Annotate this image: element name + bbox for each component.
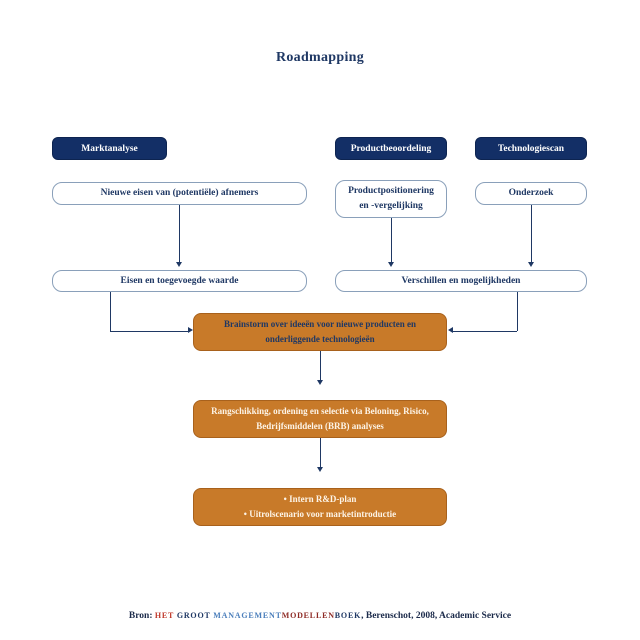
arrowhead-nieuwe-eisen-down bbox=[176, 262, 182, 267]
node-verschillen: Verschillen en mogelijkheden bbox=[335, 270, 587, 292]
source-citation: Bron: HET GROOT MANAGEMENTMODELLENBOEK, … bbox=[0, 611, 640, 621]
source-book-modellen: MODELLEN bbox=[281, 611, 335, 620]
arrow-line-rangschikking-down bbox=[320, 438, 321, 467]
arrowhead-rangschikking-down bbox=[317, 467, 323, 472]
node-eisen-waarde-label: Eisen en toegevoegde waarde bbox=[120, 275, 239, 286]
source-suffix: , Berenschot, 2008, Academic Service bbox=[361, 611, 512, 621]
node-brainstorm-line1: Brainstorm over ideeën voor nieuwe produ… bbox=[224, 319, 416, 329]
node-productpositionering-line1: Productpositionering bbox=[348, 186, 434, 196]
node-rangschikking: Rangschikking, ordening en selectie via … bbox=[193, 400, 447, 438]
arrowhead-into-brainstorm-right bbox=[448, 327, 453, 333]
header-productbeoordeling: Productbeoordeling bbox=[335, 137, 447, 160]
node-brainstorm: Brainstorm over ideeën voor nieuwe produ… bbox=[193, 313, 447, 351]
arrow-line-nieuwe-eisen-down bbox=[179, 205, 180, 262]
arrowhead-into-brainstorm-left bbox=[188, 327, 193, 333]
header-marktanalyse-label: Marktanalyse bbox=[81, 143, 138, 154]
node-onderzoek: Onderzoek bbox=[475, 182, 587, 205]
node-eisen-waarde: Eisen en toegevoegde waarde bbox=[52, 270, 307, 292]
arrow-line-brainstorm-down bbox=[320, 351, 321, 380]
node-resultaat: • Intern R&D-plan • Uitrolscenario voor … bbox=[193, 488, 447, 526]
node-verschillen-label: Verschillen en mogelijkheden bbox=[401, 275, 521, 286]
arrow-line-onderzoek-down bbox=[531, 205, 532, 262]
source-book-groot: GROOT bbox=[176, 611, 214, 620]
header-productbeoordeling-label: Productbeoordeling bbox=[350, 143, 432, 154]
node-nieuwe-eisen-label: Nieuwe eisen van (potentiële) afnemers bbox=[100, 188, 259, 198]
elbow-left-vertical bbox=[110, 292, 111, 331]
node-brainstorm-line2: onderliggende technologieën bbox=[265, 334, 375, 344]
source-book-het: HET bbox=[154, 611, 177, 620]
node-productpositionering: Productpositionering en -vergelijking bbox=[335, 180, 447, 218]
node-nieuwe-eisen: Nieuwe eisen van (potentiële) afnemers bbox=[52, 182, 307, 205]
node-rangschikking-line2: Bedrijfsmiddelen (BRB) analyses bbox=[256, 421, 384, 431]
node-resultaat-line1: • Intern R&D-plan bbox=[283, 494, 357, 504]
source-book-management: MANAGEMENT bbox=[213, 611, 282, 620]
header-marktanalyse: Marktanalyse bbox=[52, 137, 167, 160]
source-book-boek: BOEK bbox=[334, 611, 362, 620]
node-onderzoek-label: Onderzoek bbox=[508, 188, 554, 198]
elbow-right-vertical bbox=[517, 292, 518, 331]
page-title: Roadmapping bbox=[275, 50, 365, 65]
arrowhead-productpositionering-down bbox=[388, 262, 394, 267]
arrowhead-onderzoek-down bbox=[528, 262, 534, 267]
arrowhead-brainstorm-down bbox=[317, 380, 323, 385]
node-productpositionering-line2: en -vergelijking bbox=[359, 201, 423, 211]
elbow-right-horizontal bbox=[453, 331, 517, 332]
source-prefix: Bron: bbox=[128, 611, 155, 621]
node-rangschikking-line1: Rangschikking, ordening en selectie via … bbox=[211, 406, 429, 416]
node-resultaat-line2: • Uitrolscenario voor marketintroductie bbox=[243, 509, 397, 519]
arrow-line-productpositionering-down bbox=[391, 218, 392, 262]
header-technologiescan-label: Technologiescan bbox=[497, 143, 565, 154]
header-technologiescan: Technologiescan bbox=[475, 137, 587, 160]
elbow-left-horizontal bbox=[110, 331, 188, 332]
